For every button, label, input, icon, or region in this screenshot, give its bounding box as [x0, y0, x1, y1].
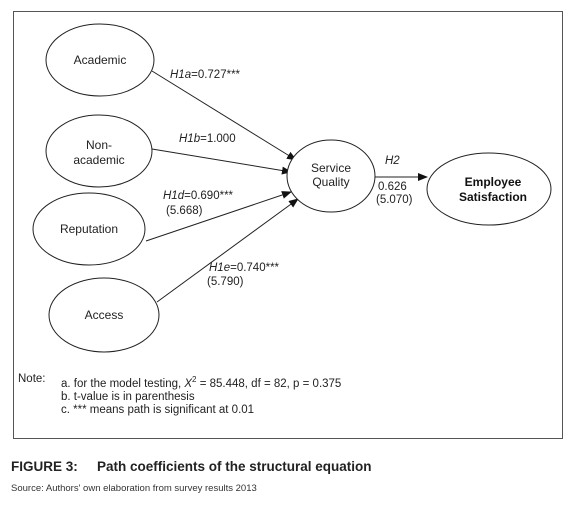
note-label: Note: — [18, 373, 46, 385]
path-label-h1e-hypothesis: H1e — [209, 262, 230, 274]
note-line-a: a. for the model testing, X2 = 85.448, d… — [61, 373, 341, 391]
path-label-h1a-hypothesis: H1a — [170, 69, 191, 81]
node-employee-satisfaction-label-line2: Satisfaction — [459, 190, 527, 204]
note-line-c: c. *** means path is significant at 0.01 — [61, 403, 255, 416]
path-arrow-access — [156, 198, 299, 303]
figure-title: Path coefficients of the structural equa… — [97, 459, 372, 474]
path-arrow-academic — [151, 70, 297, 161]
node-academic: Academic — [45, 23, 155, 97]
node-access-label: Access — [85, 308, 124, 322]
figure-frame — [13, 11, 563, 439]
path-label-h1a-coefficient: =0.727*** — [191, 69, 240, 81]
path-label-h1e: H1e=0.740*** — [209, 262, 280, 274]
path-arrow-reputation — [145, 191, 292, 242]
path-label-h2-t-value: (5.070) — [376, 194, 413, 206]
node-employee-satisfaction: Employee Satisfaction — [426, 152, 552, 226]
figure-caption: FIGURE 3: Path coefficients of the struct… — [11, 459, 372, 474]
path-label-h1d-hypothesis: H1d — [163, 190, 185, 202]
source-line: Source: Authors' own elaboration from su… — [11, 483, 257, 494]
node-non-academic: Non- academic — [45, 114, 153, 188]
node-employee-satisfaction-label-line1: Employee — [465, 175, 522, 189]
path-label-h1b: H1b=1.000 — [179, 133, 236, 145]
node-academic-label: Academic — [74, 53, 127, 67]
node-non-academic-label-line2: academic — [73, 153, 124, 167]
path-label-h1b-coefficient: =1.000 — [200, 133, 236, 145]
node-service-quality: Service Quality — [286, 139, 376, 213]
path-label-h1d-coefficient: =0.690*** — [184, 190, 233, 202]
node-non-academic-label-line1: Non- — [86, 138, 112, 152]
note-line-a-prefix: a. for the model testing, — [61, 377, 185, 390]
path-label-h1e-coefficient: =0.740*** — [230, 262, 279, 274]
path-label-h1d: H1d=0.690*** — [163, 190, 234, 202]
path-label-h1d-t-value: (5.668) — [166, 205, 203, 217]
note-line-a-symbol: X — [184, 377, 193, 390]
note-line-b: b. t-value is in parenthesis — [61, 390, 195, 403]
path-arrow-non-academic — [151, 148, 292, 175]
path-label-h1a: H1a=0.727*** — [170, 69, 241, 81]
note-line-a-sup: 2 — [192, 375, 197, 384]
path-label-h2-coefficient: 0.626 — [378, 181, 407, 193]
node-reputation-label: Reputation — [60, 222, 118, 236]
node-service-quality-label-line1: Service — [311, 161, 351, 175]
path-label-h1b-hypothesis: H1b — [179, 133, 201, 145]
path-label-h2-hypothesis: H2 — [385, 155, 400, 167]
node-service-quality-label-line2: Quality — [312, 175, 349, 189]
note-line-a-suffix: = 85.448, df = 82, p = 0.375 — [196, 377, 342, 390]
node-reputation: Reputation — [32, 192, 146, 266]
figure-number: FIGURE 3: — [11, 459, 78, 474]
path-label-h1e-t-value: (5.790) — [207, 276, 244, 288]
node-access: Access — [48, 277, 160, 353]
